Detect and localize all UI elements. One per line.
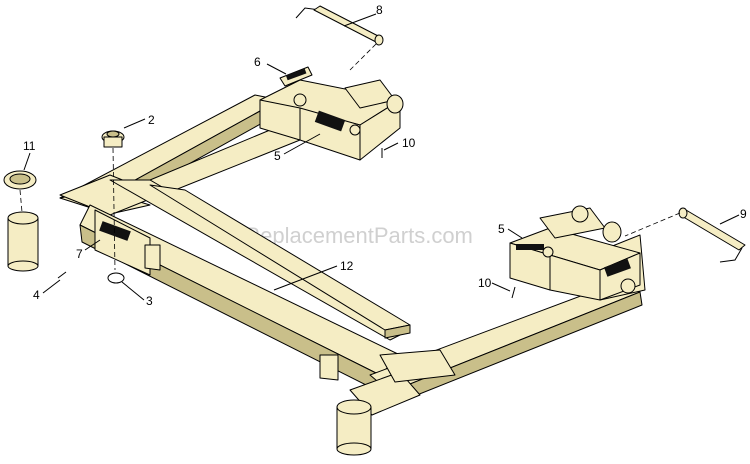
- callout-8: 8: [376, 3, 383, 17]
- clip-part-3: [107, 272, 125, 284]
- callout-11: 11: [23, 139, 36, 153]
- frame-assembly: [59, 94, 646, 416]
- handle-pin-part-8: [295, 5, 384, 46]
- callout-5-front: 5: [498, 222, 505, 236]
- callout-10-front: 10: [478, 276, 492, 290]
- caster-socket-left: [7, 211, 39, 272]
- callout-12: 12: [340, 259, 354, 273]
- callout-4: 4: [33, 288, 40, 302]
- bushing-part-11: [3, 170, 37, 190]
- decal-part-6: [279, 66, 313, 87]
- callout-leaders: [23, 13, 740, 301]
- callout-5-rear: 5: [274, 149, 281, 163]
- leader-dash-9: [624, 212, 681, 237]
- callout-9: 9: [740, 207, 747, 221]
- callout-2: 2: [148, 113, 155, 127]
- mount-bracket-rear: [259, 79, 404, 161]
- handle-pin-part-9: [678, 207, 746, 263]
- pin-part-10-front: [511, 286, 516, 299]
- callout-3: 3: [146, 294, 153, 308]
- mount-bracket-front: [509, 205, 641, 301]
- pin-part-4: [57, 271, 67, 279]
- decal-part-7: [99, 221, 131, 241]
- bushing-part-2: [101, 130, 125, 148]
- callout-7: 7: [76, 247, 83, 261]
- callout-10-rear: 10: [402, 136, 416, 150]
- leader-dash-8: [349, 43, 377, 71]
- callout-6: 6: [254, 55, 261, 69]
- caster-socket-bottom: [336, 399, 372, 456]
- axis-dash-center: [112, 147, 116, 271]
- axis-dash-left: [19, 189, 23, 213]
